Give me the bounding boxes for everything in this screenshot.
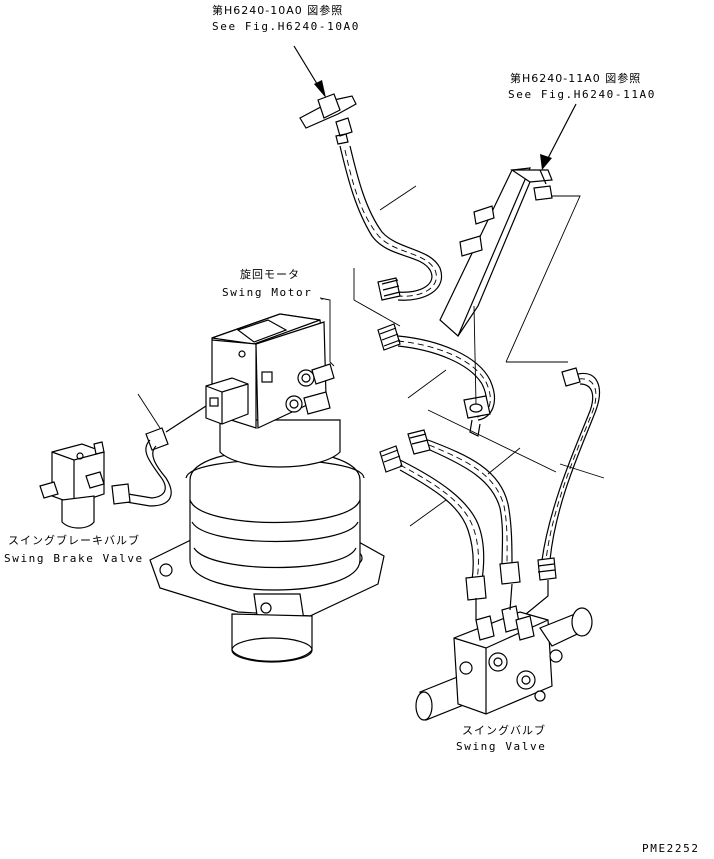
ref1-jp-label: 第H6240-10A0 図参照: [212, 4, 344, 17]
drawing-number: PME2252: [642, 842, 700, 855]
upper-elbow-fitting: [299, 93, 357, 145]
lower-hose-a: [407, 429, 521, 585]
brake-valve-en-label: Swing Brake Valve: [4, 552, 144, 565]
right-hose: [537, 367, 600, 581]
middle-hose: [377, 323, 495, 437]
swing-motor: [149, 313, 385, 663]
reference-arrows: [293, 45, 577, 170]
swing-valve-en-label: Swing Valve: [456, 740, 547, 753]
manifold-block: [439, 167, 553, 338]
lower-hose-b: [379, 445, 487, 601]
ref1-en-label: See Fig.H6240-10A0: [212, 20, 361, 33]
swing-brake-valve: [39, 441, 105, 529]
brake-valve-jp-label: スイングブレーキバルブ: [8, 534, 140, 547]
ref2-en-label: See Fig.H6240-11A0: [508, 88, 657, 101]
swing-motor-jp-label: 旋回モータ: [240, 268, 300, 281]
swing-valve-jp-label: スイングバルブ: [462, 724, 546, 737]
ref2-jp-label: 第H6240-11A0 図参照: [510, 72, 642, 85]
swing-valve: [415, 580, 593, 721]
leader-lines: [137, 185, 605, 527]
brake-valve-hose: [111, 405, 207, 507]
upper-left-hose: [339, 145, 443, 301]
swing-motor-en-label: Swing Motor: [222, 286, 313, 299]
